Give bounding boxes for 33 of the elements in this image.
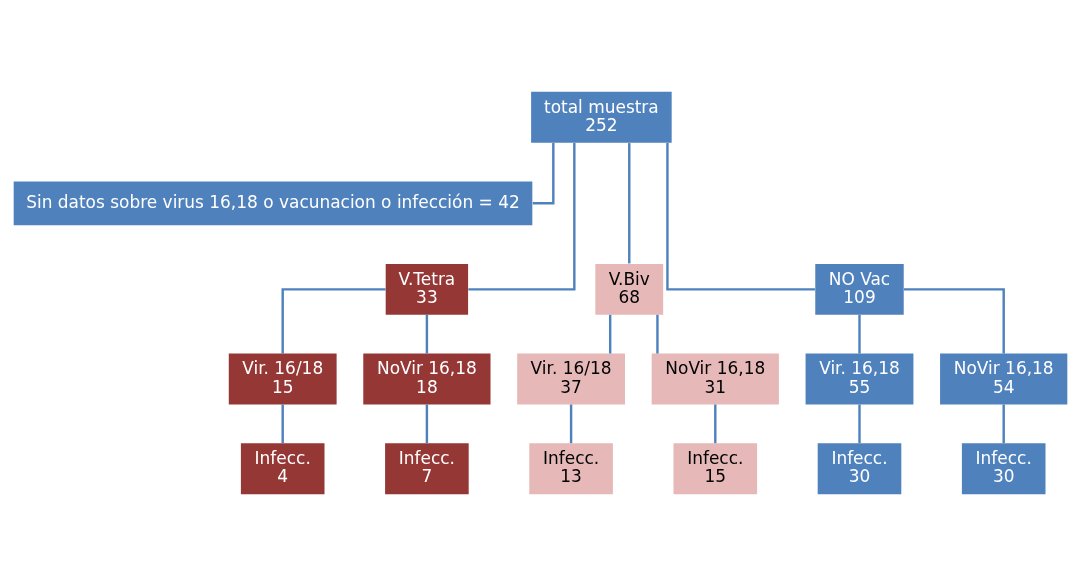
connector [714,404,717,444]
connector [656,314,659,354]
connector [666,143,815,291]
connector [425,404,429,444]
node-box: Infecc. 30 [961,443,1046,495]
connector [468,143,576,291]
node-box: Infecc. 30 [817,443,902,495]
node-box: Vir. 16/18 15 [228,353,337,405]
node-box: NoVir 16,18 31 [651,353,779,405]
node-box: total muestra 252 [531,91,672,143]
node-box: Infecc. 15 [673,443,758,495]
connector [903,288,1005,354]
node-box: Vir. 16,18 55 [805,353,914,405]
node-box: NoVir 16,18 18 [363,353,491,405]
connector [1002,404,1005,444]
connector [281,404,284,444]
node-box: Sin datos sobre virus 16,18 o vacunacion o infección = 42 [13,181,533,226]
connector [569,404,573,444]
node-box: NO Vac 109 [815,263,904,315]
node-box: Infecc. 13 [529,443,613,495]
node-box: V.Tetra 33 [385,263,469,315]
connector [425,314,429,354]
connector [858,404,861,444]
node-box: Infecc. 4 [240,443,325,495]
connector [532,143,555,205]
node-box: V.Biv 68 [595,263,664,315]
connector [628,143,631,264]
node-box: NoVir 16,18 54 [940,353,1068,405]
connector [608,314,612,354]
node-box: Infecc. 7 [385,443,469,495]
node-box: Vir. 16/18 37 [517,353,625,405]
connector [858,314,861,354]
connector [281,288,386,354]
